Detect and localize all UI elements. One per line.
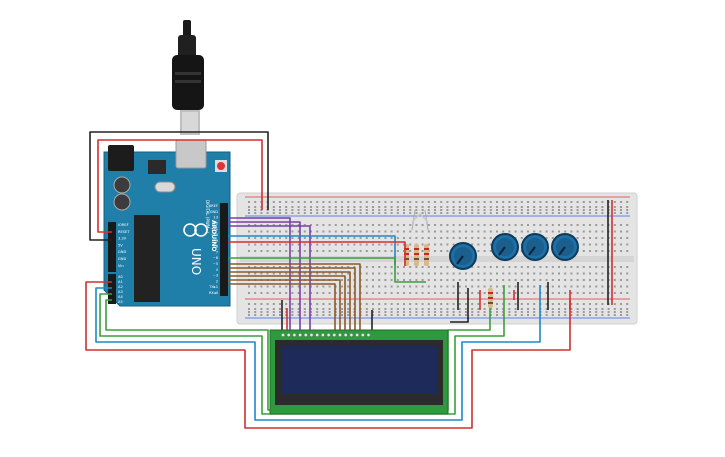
usb-cable[interactable] (172, 20, 204, 135)
pin-label: ~3 (213, 274, 218, 278)
wire-black (450, 288, 469, 323)
arduino-logo-icon (183, 223, 208, 237)
pin-label: IOREF (118, 223, 129, 227)
arduino-board-name: UNO (189, 248, 203, 275)
pin-label: 3.3V (118, 237, 127, 241)
arduino-brand: ARDUINO (210, 220, 217, 251)
pin-label: 8 (216, 245, 219, 249)
digital-header-label: DIGITAL (PWM~) (205, 200, 210, 234)
pin-label: Vin (118, 264, 124, 268)
wire-purple (228, 217, 291, 332)
wire-black (89, 131, 269, 241)
led[interactable] (411, 209, 429, 231)
pin-label: GND (118, 257, 126, 261)
pin-label: 7 (216, 250, 218, 254)
pin-label: AREF (209, 204, 218, 208)
resistor[interactable] (488, 288, 493, 308)
pin-label: A5 (118, 300, 123, 304)
lcd-display[interactable] (269, 329, 449, 415)
wire-brown (228, 275, 346, 332)
potentiometer[interactable] (521, 233, 549, 261)
pin-label: A3 (118, 290, 123, 294)
wire-brown (228, 271, 351, 332)
breadboard[interactable] (236, 192, 638, 325)
pin-label: 13 (213, 216, 218, 220)
pin-label: RX◂0 (209, 291, 219, 295)
wire-brown (228, 283, 336, 332)
pin-label: ~11 (210, 227, 218, 231)
pin-label: GND (210, 210, 218, 214)
pin-label: ~9 (213, 239, 219, 243)
potentiometer[interactable] (449, 242, 477, 270)
wire-brown (228, 263, 361, 332)
wire-red (85, 281, 571, 429)
pin-label: GND (118, 250, 126, 254)
wire-blue (228, 235, 396, 265)
wire-brown (228, 267, 356, 332)
pin-label: 12 (213, 221, 218, 225)
pin-label: A4 (118, 295, 123, 299)
wire-green (99, 285, 505, 415)
pin-label: TX▸1 (208, 285, 218, 289)
potentiometer[interactable] (491, 233, 519, 261)
resistor[interactable] (414, 244, 419, 266)
pin-label: A0 (118, 275, 123, 279)
pin-label: RESET (118, 230, 130, 234)
wire-purple (228, 221, 301, 332)
pin-label: 2 (216, 279, 218, 283)
pin-label: ~6 (213, 256, 219, 260)
resistor[interactable] (424, 244, 429, 266)
pin-label: 5V (118, 243, 123, 247)
wire-purple (228, 225, 311, 332)
wire-blue (95, 285, 541, 421)
potentiometer[interactable] (551, 233, 579, 261)
pin-label: A2 (118, 285, 123, 289)
wire-green (228, 257, 426, 283)
lcd-pin-header (281, 333, 371, 337)
wires (85, 131, 613, 429)
wire-brown (228, 279, 341, 332)
wire-green (105, 299, 491, 411)
wire-red (228, 241, 406, 266)
wire-red (97, 139, 263, 233)
pin-label: 4 (216, 268, 219, 272)
power-pin-labels: IOREF RESET 3.3V 5V GND GND Vin (118, 223, 130, 268)
pin-label: ~10 (210, 233, 218, 237)
pin-label: ~5 (213, 262, 218, 266)
pin-label: A1 (118, 280, 123, 284)
